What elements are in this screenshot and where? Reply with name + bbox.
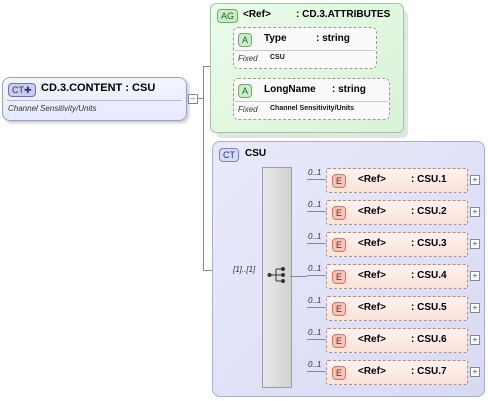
element-name: : CSU.2	[411, 206, 447, 217]
collapse-icon[interactable]: –	[188, 94, 198, 104]
csu-title: CSU	[245, 148, 267, 159]
element-csu-3[interactable]: E <Ref> : CSU.3	[326, 232, 468, 257]
expand-icon[interactable]: +	[470, 175, 480, 185]
element-name: : CSU.6	[411, 334, 447, 345]
main-complex-type[interactable]: CT✚ CD.3.CONTENT : CSU Channel Sensitivi…	[2, 77, 187, 121]
element-csu-4[interactable]: E <Ref> : CSU.4	[326, 264, 468, 289]
element-icon: E	[332, 174, 347, 188]
element-occurrence: 0..1	[308, 296, 322, 305]
element-ref: <Ref>	[358, 270, 386, 281]
element-name: : CSU.5	[411, 302, 447, 313]
main-subtitle: Channel Sensitivity/Units	[8, 104, 97, 113]
element-ref: <Ref>	[358, 302, 386, 313]
element-icon: E	[332, 206, 347, 220]
element-csu-6[interactable]: E <Ref> : CSU.6	[326, 328, 468, 353]
expand-icon[interactable]: +	[470, 367, 480, 377]
attribute-type[interactable]: A Type : string Fixed CSU	[233, 27, 377, 69]
main-title: CD.3.CONTENT : CSU	[41, 82, 156, 94]
element-icon: E	[332, 270, 347, 284]
attribute-longname[interactable]: A LongName : string Fixed Channel Sensit…	[233, 78, 390, 120]
element-icon: E	[332, 302, 347, 316]
element-icon: E	[332, 366, 347, 380]
element-ref: <Ref>	[358, 206, 386, 217]
attribute-icon: A	[238, 33, 253, 47]
connector-element	[307, 275, 326, 276]
connector-to-ag	[203, 66, 211, 67]
element-csu-5[interactable]: E <Ref> : CSU.5	[326, 296, 468, 321]
element-ref: <Ref>	[358, 366, 386, 377]
attribute-type-label: : string	[332, 84, 366, 95]
element-icon: E	[332, 334, 347, 348]
connector-element	[307, 243, 326, 244]
connector-trunk	[203, 66, 204, 270]
element-icon: E	[332, 238, 347, 252]
element-occurrence: 0..1	[308, 328, 322, 337]
element-occurrence: 0..1	[308, 264, 322, 273]
divider	[7, 100, 182, 101]
element-ref: <Ref>	[358, 238, 386, 249]
attribute-name: LongName	[264, 84, 316, 95]
element-name: : CSU.1	[411, 174, 447, 185]
connector-element	[307, 339, 326, 340]
attribute-group-ref: <Ref>	[243, 9, 271, 20]
fixed-value: Channel Sensitivity/Units	[270, 105, 355, 112]
element-occurrence: 0..1	[308, 360, 322, 369]
sequence-compositor[interactable]	[262, 167, 292, 388]
element-csu-2[interactable]: E <Ref> : CSU.2	[326, 200, 468, 225]
expand-icon[interactable]: +	[470, 303, 480, 313]
connector-element	[307, 371, 326, 372]
connector-element	[307, 179, 326, 180]
element-csu-1[interactable]: E <Ref> : CSU.1	[326, 168, 468, 193]
element-occurrence: 0..1	[308, 232, 322, 241]
fixed-label: Fixed	[238, 105, 258, 114]
fixed-value: CSU	[270, 54, 285, 61]
expand-icon[interactable]: +	[470, 239, 480, 249]
expand-icon[interactable]: +	[470, 207, 480, 217]
sequence-compositor-icon	[267, 267, 285, 283]
element-name: : CSU.7	[411, 366, 447, 377]
expand-icon[interactable]: +	[470, 335, 480, 345]
connector-seq-out	[290, 276, 307, 277]
element-name: : CSU.4	[411, 270, 447, 281]
element-occurrence: 0..1	[308, 168, 322, 177]
connector-element	[307, 307, 326, 308]
element-occurrence: 0..1	[308, 200, 322, 209]
connector-element	[307, 211, 326, 212]
attribute-type-label: : string	[316, 33, 350, 44]
element-name: : CSU.3	[411, 238, 447, 249]
divider	[235, 50, 375, 51]
expand-icon[interactable]: +	[470, 271, 480, 281]
element-ref: <Ref>	[358, 174, 386, 185]
attribute-icon: A	[238, 84, 253, 98]
complex-type-icon: CT	[219, 148, 239, 162]
fixed-label: Fixed	[238, 54, 258, 63]
sequence-occurrence: [1]..[1]	[233, 265, 256, 274]
divider	[235, 101, 388, 102]
attribute-group-name: : CD.3.ATTRIBUTES	[296, 9, 391, 20]
attribute-group[interactable]: AG <Ref> : CD.3.ATTRIBUTES A Type : stri…	[210, 3, 404, 133]
element-csu-7[interactable]: E <Ref> : CSU.7	[326, 360, 468, 385]
attribute-name: Type	[264, 33, 287, 44]
complex-type-icon: CT✚	[8, 83, 36, 97]
attribute-group-icon: AG	[217, 9, 239, 23]
element-ref: <Ref>	[358, 334, 386, 345]
